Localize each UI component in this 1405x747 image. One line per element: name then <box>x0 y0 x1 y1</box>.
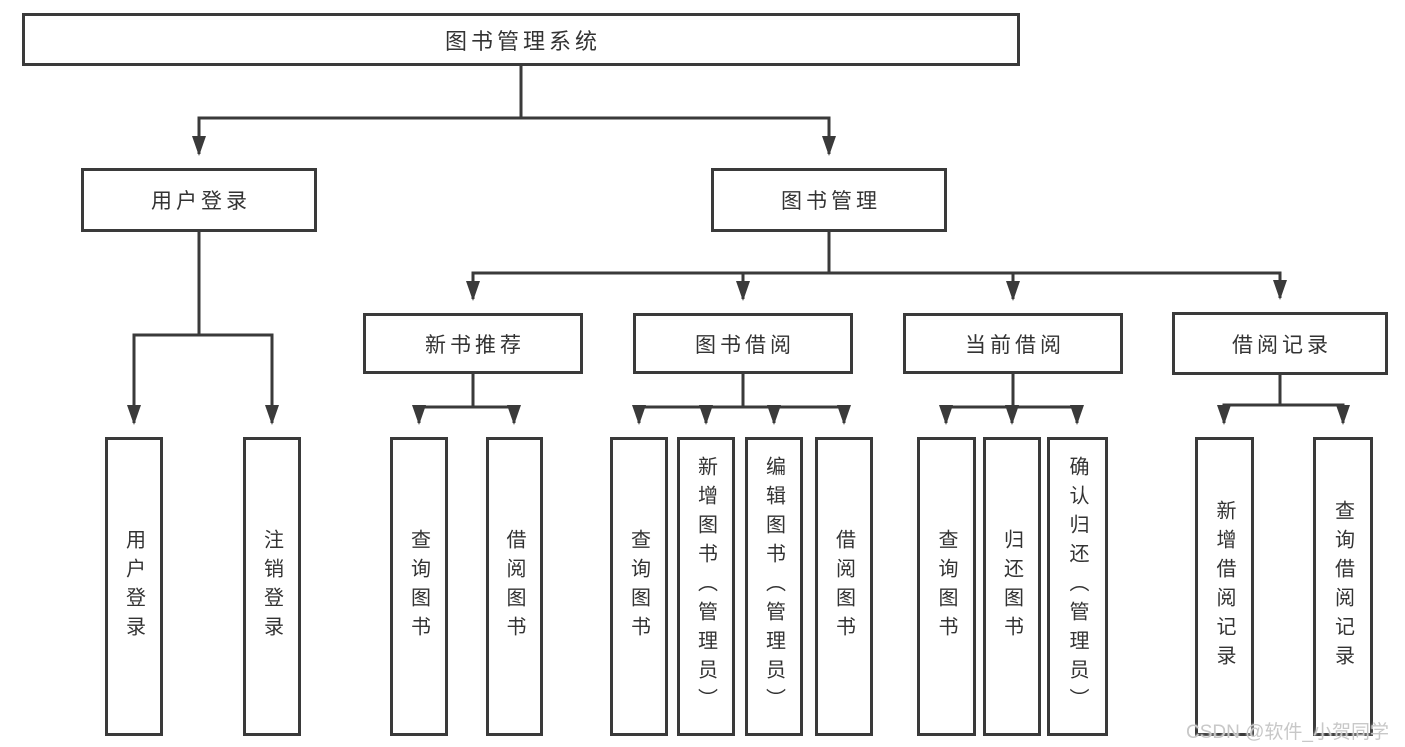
node-library-management-system: 图书管理系统 <box>22 13 1020 66</box>
leaf-add-borrow-record: 新增借阅记录 <box>1195 437 1254 736</box>
node-new-book-recommend: 新书推荐 <box>363 313 583 374</box>
csdn-watermark: CSDN @软件_小贺同学 <box>1186 722 1389 743</box>
node-label: 借阅图书 <box>503 528 525 645</box>
node-label: 查询图书 <box>935 528 957 645</box>
leaf-query-books-current: 查询图书 <box>917 437 976 736</box>
leaf-borrow-books: 借阅图书 <box>815 437 873 736</box>
leaf-edit-books-admin: 编辑图书（管理员） <box>745 437 803 736</box>
node-borrowing-records: 借阅记录 <box>1172 312 1388 375</box>
node-current-borrowing: 当前借阅 <box>903 313 1123 374</box>
node-label: 新书推荐 <box>425 333 525 357</box>
node-label: 查询图书 <box>627 528 650 645</box>
node-label: 编辑图书（管理员） <box>762 456 785 717</box>
leaf-query-books-recommend: 查询图书 <box>390 437 448 736</box>
leaf-query-borrow-record: 查询借阅记录 <box>1313 437 1373 736</box>
node-user-login: 用户登录 <box>81 168 317 232</box>
leaf-return-books: 归还图书 <box>983 437 1041 736</box>
node-label: 查询借阅记录 <box>1331 499 1354 674</box>
node-book-management: 图书管理 <box>711 168 947 232</box>
node-label: 归还图书 <box>1000 528 1023 645</box>
leaf-user-login: 用户登录 <box>105 437 163 736</box>
node-label: 借阅记录 <box>1232 333 1332 357</box>
node-label: 确认归还（管理员） <box>1066 456 1088 717</box>
node-label: 查询图书 <box>407 528 430 645</box>
leaf-borrow-books-recommend: 借阅图书 <box>486 437 543 736</box>
node-label: 当前借阅 <box>965 333 1065 357</box>
node-label: 新增图书（管理员） <box>694 456 717 717</box>
leaf-confirm-return-admin: 确认归还（管理员） <box>1047 437 1108 736</box>
node-label: 图书借阅 <box>695 333 795 357</box>
node-book-borrowing: 图书借阅 <box>633 313 853 374</box>
leaf-query-books-borrowing: 查询图书 <box>610 437 668 736</box>
node-label: 新增借阅记录 <box>1213 499 1235 674</box>
node-label: 用户登录 <box>151 190 251 213</box>
leaf-logout: 注销登录 <box>243 437 301 736</box>
node-label: 图书管理系统 <box>444 28 601 54</box>
node-label: 图书管理 <box>781 190 881 213</box>
node-label: 注销登录 <box>260 528 283 645</box>
node-label: 借阅图书 <box>832 528 855 645</box>
node-label: 用户登录 <box>122 528 145 645</box>
leaf-add-books-admin: 新增图书（管理员） <box>677 437 735 736</box>
